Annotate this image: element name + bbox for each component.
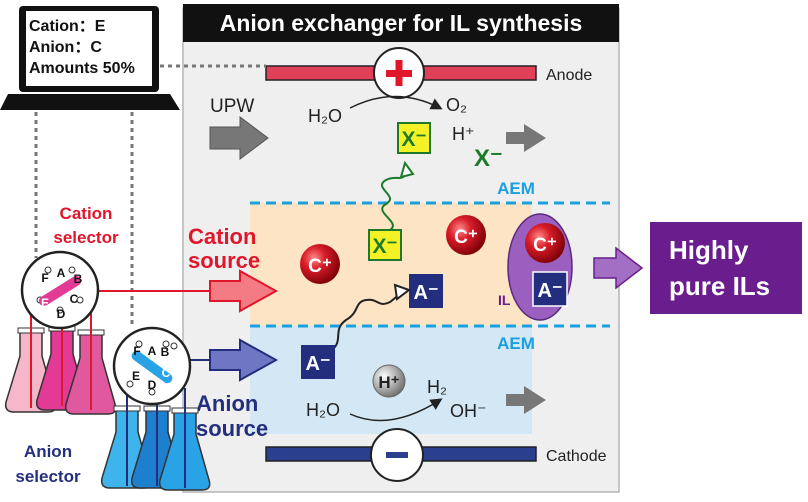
rotary-valve-icon xyxy=(20,250,100,330)
il-cation-label: C⁺ xyxy=(533,235,557,256)
x-ion-lower: X⁻ xyxy=(372,235,397,258)
anion-selector-label-1: Anion xyxy=(24,442,72,461)
x-ion-arrowhead xyxy=(399,160,415,179)
upw-inflow-arrow xyxy=(209,116,269,160)
laptop-anion-setting: Anion：C xyxy=(29,39,102,56)
cation-feed-compartment xyxy=(250,203,532,326)
anion-port-a: A xyxy=(148,344,157,358)
laptop-amount-setting: Amounts 50% xyxy=(29,60,135,77)
anion-source-label-2: source xyxy=(196,416,268,441)
anion-port-d: D xyxy=(148,378,157,392)
cation-port-c: C xyxy=(70,292,79,306)
anode-label: Anode xyxy=(546,67,592,84)
upw-label: UPW xyxy=(210,96,254,117)
diagram-title: Anion exchanger for IL synthesis xyxy=(220,10,583,36)
anion-flasks xyxy=(100,405,211,491)
cation-ion-2 xyxy=(446,215,486,255)
cathode-product-oh: OH⁻ xyxy=(450,401,487,421)
cation-selector-label-1: Cation xyxy=(60,204,113,223)
anion-arrowhead xyxy=(393,283,412,301)
cation-ion-1-label: C⁺ xyxy=(308,256,332,277)
aem-label-bottom: AEM xyxy=(497,334,535,353)
cation-source-label-1: Cation xyxy=(188,224,256,249)
cation-port-f: F xyxy=(41,271,48,285)
il-cation xyxy=(525,223,565,263)
anion-source-arrow xyxy=(209,338,279,382)
cathode-reaction-arrow xyxy=(349,398,443,422)
il-label: IL xyxy=(498,292,511,308)
cation-port-e: E xyxy=(41,296,49,310)
anode-product: O₂ xyxy=(446,95,467,115)
anion-ion-upper: A⁻ xyxy=(414,282,439,304)
output-label-1: Highly xyxy=(669,235,749,265)
anion-port-b: B xyxy=(161,345,170,359)
anion-port-c: C xyxy=(162,366,171,380)
anion-ion-upper-box xyxy=(409,274,443,308)
x-ion-outflow: X⁻ xyxy=(474,145,503,172)
plus-icon xyxy=(386,60,412,86)
cation-port-a: A xyxy=(57,266,66,280)
x-ion-top: X⁻ xyxy=(401,128,426,151)
proton-ion-label: H⁺ xyxy=(378,373,399,392)
cation-flasks xyxy=(4,325,117,415)
cation-ion-1 xyxy=(300,244,340,284)
laptop-icon xyxy=(0,6,180,110)
anion-ion-lower-box xyxy=(301,345,335,379)
anode-outflow-arrow xyxy=(506,124,546,152)
cathode-label: Cathode xyxy=(546,448,607,465)
il-anion-box xyxy=(532,271,568,307)
output-arrow xyxy=(593,246,644,290)
cation-source-arrow xyxy=(209,269,279,313)
laptop-cation-setting: Cation：E xyxy=(29,18,106,35)
title-bar xyxy=(183,4,619,42)
aem-label-top: AEM xyxy=(497,179,535,198)
x-ion-migration-path xyxy=(381,169,409,231)
output-box xyxy=(650,222,802,314)
anode-reaction-arrow xyxy=(349,95,443,110)
anode-reactant: H₂O xyxy=(308,106,342,126)
cathode-outflow-arrow xyxy=(506,386,546,414)
cation-port-b: B xyxy=(74,272,83,286)
cation-selector-label-2: selector xyxy=(53,228,119,247)
cation-ion-2-label: C⁺ xyxy=(454,227,478,248)
rotary-valve-icon xyxy=(112,326,192,406)
il-anion-label: A⁻ xyxy=(538,280,563,302)
anion-port-e: E xyxy=(132,369,140,383)
cation-port-d: D xyxy=(57,307,66,321)
x-ion-box-lower xyxy=(368,229,402,261)
anion-source-label-1: Anion xyxy=(196,391,258,416)
anion-selector-label-2: selector xyxy=(15,467,81,486)
cation-source-label-2: source xyxy=(188,248,260,273)
proton-ion xyxy=(372,364,406,398)
x-ion-box-top xyxy=(397,122,431,154)
output-label-2: pure ILs xyxy=(669,271,770,301)
anion-port-f: F xyxy=(133,344,140,358)
cathode-product-h2: H₂ xyxy=(427,377,447,397)
cathode-reactant: H₂O xyxy=(306,400,340,420)
anion-migration-path xyxy=(331,291,405,351)
anion-ion-lower: A⁻ xyxy=(306,353,331,375)
proton-label: H⁺ xyxy=(452,124,475,144)
minus-icon xyxy=(386,452,408,458)
